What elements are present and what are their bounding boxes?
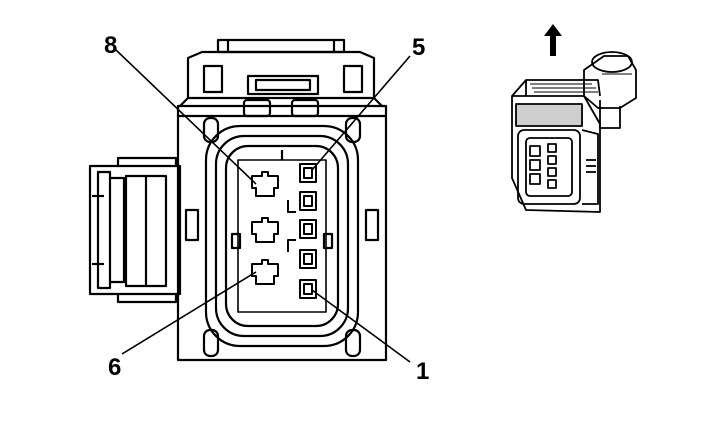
top-latch: [179, 38, 383, 118]
pin-label-1: 1: [416, 358, 430, 385]
connector-perspective-view: [511, 51, 637, 213]
arrow-up-icon: [544, 24, 562, 56]
pin-label-6: 6: [108, 354, 122, 381]
leader-lines: [115, 49, 411, 363]
left-cavities: [251, 171, 279, 285]
right-cavities: [299, 163, 317, 299]
housing-body: [176, 104, 388, 362]
mating-face: [204, 124, 360, 348]
pin-label-8: 8: [104, 32, 118, 59]
side-latch: [88, 156, 182, 304]
keying-marks: [287, 200, 296, 252]
pin-label-5: 5: [412, 34, 426, 61]
